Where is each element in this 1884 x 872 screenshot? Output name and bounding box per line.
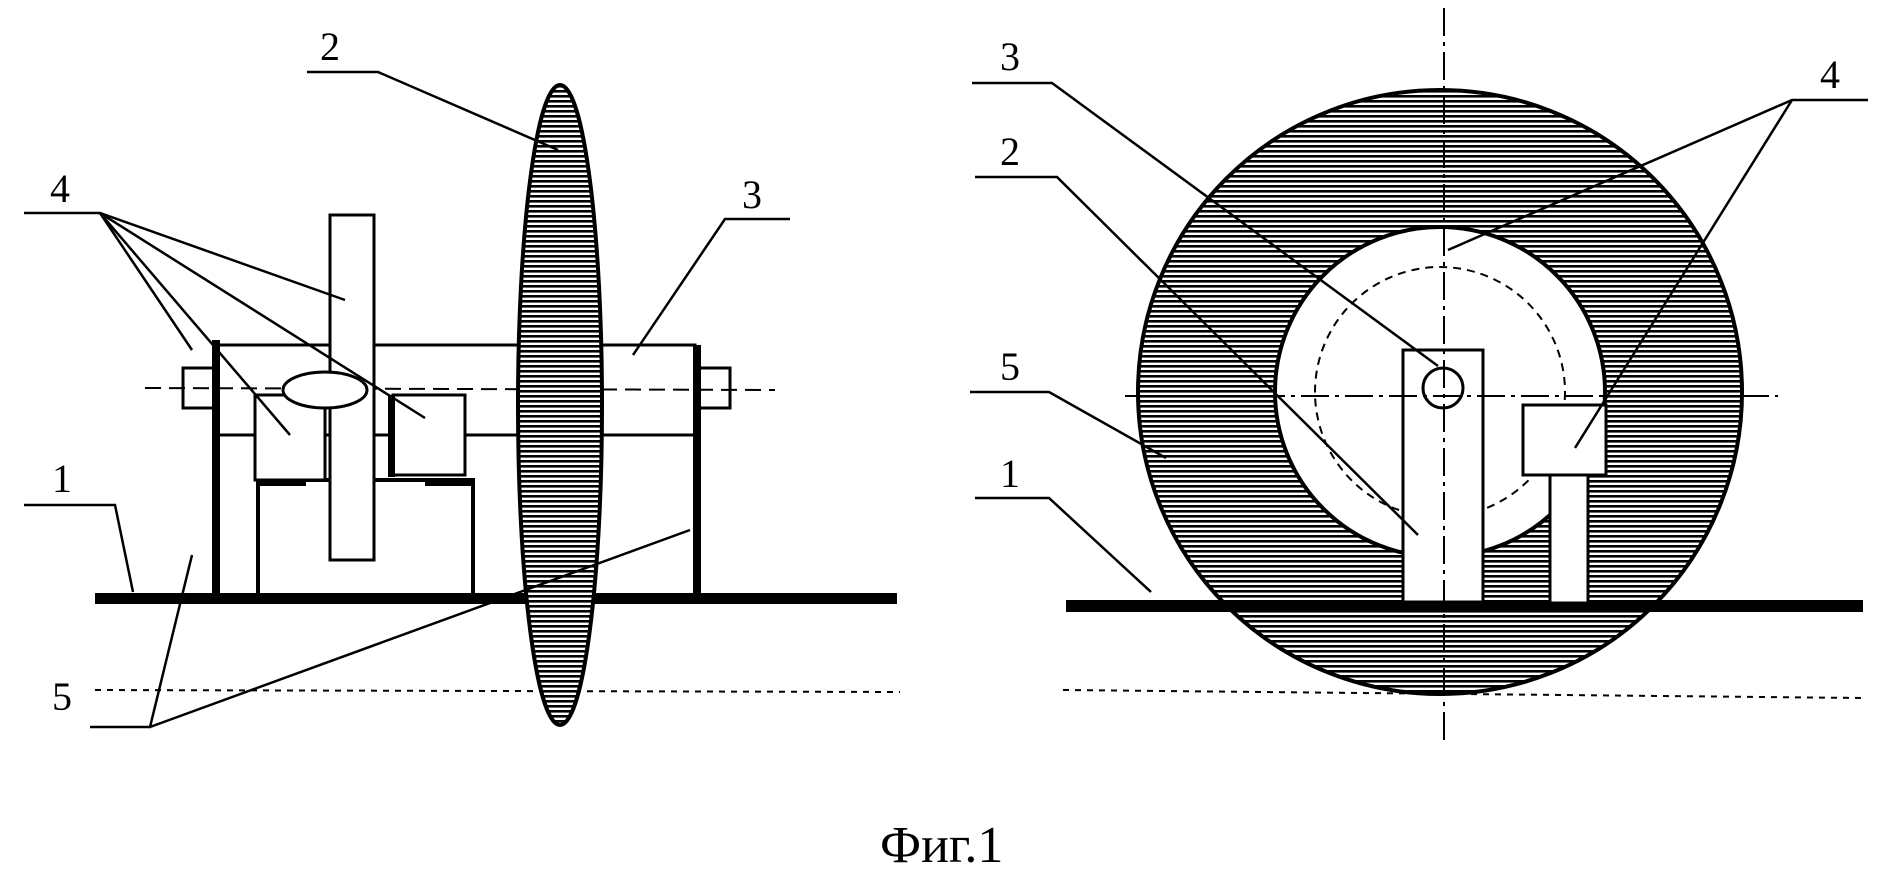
ground-line xyxy=(95,690,900,692)
label-1-right: 1 xyxy=(1000,451,1020,496)
label-5-right: 5 xyxy=(1000,344,1020,389)
label-1: 1 xyxy=(52,456,72,501)
clamp-block-right-edge xyxy=(388,395,395,477)
clamp-block-right xyxy=(393,395,465,475)
eccentric-cam xyxy=(283,372,367,408)
figure-caption: Фиг.1 xyxy=(880,817,1003,872)
side-view: 2 4 3 1 5 xyxy=(24,24,900,727)
front-view: 3 2 5 1 4 xyxy=(970,8,1868,742)
clamp-post xyxy=(1550,470,1588,603)
label-2: 2 xyxy=(320,24,340,69)
label-5: 5 xyxy=(52,674,72,719)
clamp-block xyxy=(1523,405,1606,475)
support-frame-top-right xyxy=(425,478,473,486)
wheel-side xyxy=(518,85,602,725)
label-3: 3 xyxy=(742,172,762,217)
post-left xyxy=(212,340,220,596)
post-right xyxy=(693,345,701,597)
label-4-right: 4 xyxy=(1820,52,1840,97)
axle-end-right xyxy=(698,368,730,408)
label-3-right: 3 xyxy=(1000,34,1020,79)
label-4: 4 xyxy=(50,166,70,211)
label-2-right: 2 xyxy=(1000,129,1020,174)
